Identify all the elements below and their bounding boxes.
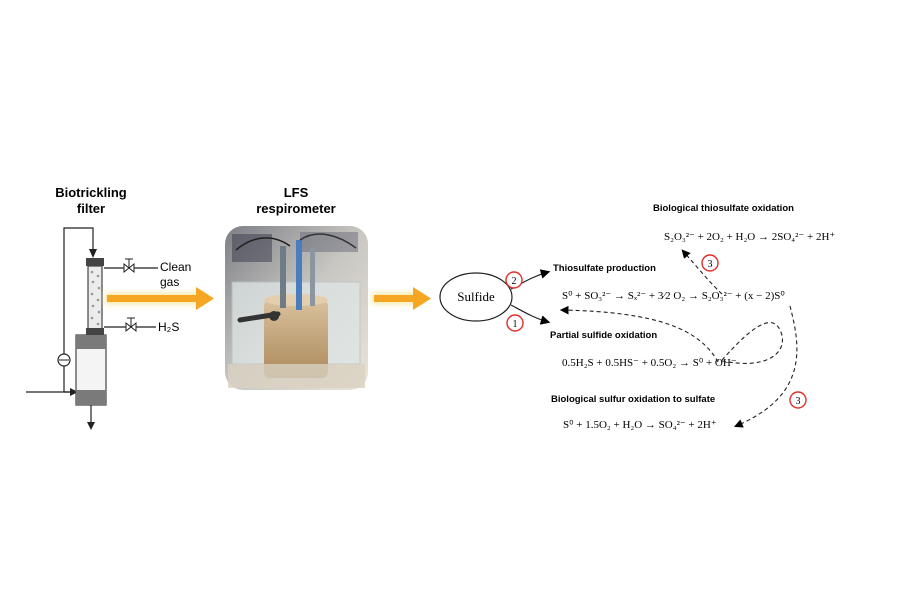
respirometer-photo: [225, 226, 368, 390]
partial-sulfide-equation: 0.5H₂S + 0.5HS⁻ + 0.5O₂ → S⁰ + OH⁻: [562, 357, 737, 369]
bio-sulfur-title: Biological sulfur oxidation to sulfate: [551, 394, 715, 405]
packed-column: [87, 265, 103, 331]
h2s-label: H₂S: [158, 320, 179, 334]
process-arrow-2: [372, 287, 431, 310]
thiosulfate-production-title: Thiosulfate production: [553, 263, 656, 274]
h2s-valve-icon: [125, 317, 137, 333]
lfs-title-line1: LFS: [284, 185, 309, 200]
biotrickling-filter: Biotrickling filter: [26, 185, 191, 430]
lfs-title-line2: respirometer: [256, 201, 335, 216]
clean-gas-label-line2: gas: [160, 275, 179, 289]
btf-title-line2: filter: [77, 201, 105, 216]
partial-sulfide-title: Partial sulfide oxidation: [550, 330, 657, 341]
branch-arrow-partial: [510, 304, 551, 325]
recirculation-line: [63, 227, 94, 392]
route-3-badge-bottom: [789, 391, 807, 409]
route-1-number: 1: [513, 319, 518, 330]
process-arrow-1: [105, 287, 214, 310]
bio-thiosulfate-title: Biological thiosulfate oxidation: [653, 203, 794, 214]
dashed-loop: [717, 322, 784, 364]
route-3-number-bottom: 3: [796, 396, 801, 407]
route-2-badge: [505, 271, 523, 289]
bio-thiosulfate-equation: S₂O₃²⁻ + 2O₂ + H₂O → 2SO₄²⁻ + 2H⁺: [664, 231, 835, 243]
sulfide-label: Sulfide: [457, 289, 495, 304]
dashed-arrow-thiosulfate-oxidation: [681, 249, 723, 295]
btf-title-line1: Biotrickling: [55, 185, 127, 200]
clean-gas-valve-icon: [123, 258, 135, 274]
sulfide-node: [439, 272, 513, 322]
bio-sulfur-equation: S⁰ + 1.5O₂ + H₂O → SO₄²⁻ + 2H⁺: [563, 419, 717, 431]
reaction-scheme: Sulfide 2 1 3 3 Biological thiosulfate o…: [439, 203, 835, 431]
thiosulfate-production-equation: S⁰ + SO₃²⁻ → Sₓ²⁻ + 3⁄2 O₂ → S₂O₃²⁻ + (x…: [562, 290, 785, 302]
route-1-badge: [506, 314, 524, 332]
route-2-number: 2: [512, 276, 517, 287]
route-3-number-top: 3: [708, 259, 713, 270]
column-top-cap: [86, 258, 104, 266]
dashed-arrow-sulfur-to-sulfate: [733, 305, 798, 428]
clean-gas-label-line1: Clean: [160, 260, 191, 274]
lfs-respirometer: LFS respirometer: [225, 185, 368, 390]
route-3-badge-top: [701, 254, 719, 272]
